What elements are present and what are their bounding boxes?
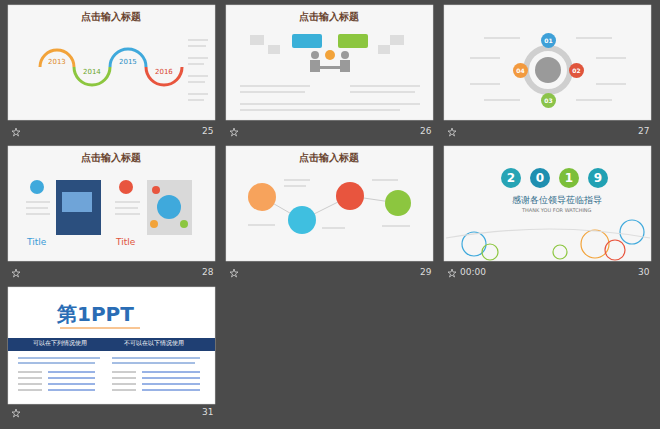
band-text: 可以在下列情况使用 [33,340,87,347]
circle-number: 01 [544,38,552,44]
number-circle: 03 [541,93,556,108]
year-label: 2013 [48,58,66,66]
year-label: 2016 [155,68,173,76]
circle-number: 9 [594,172,602,184]
slide-number: 25 [202,126,213,136]
timing-text: 00:00 [460,267,486,277]
slide-title: 点击输入标题 [81,152,141,164]
slide-title: 点击输入标题 [299,11,359,23]
number-circle: 04 [513,63,528,78]
circle-number: 1 [565,172,573,184]
slide-number: 31 [202,407,213,417]
circle-number: 0 [536,172,544,184]
logo-text: 第1PPT [57,303,134,326]
circle-number: 03 [544,98,552,104]
year-label: 2014 [83,68,101,76]
thanks-text: 感谢各位领导莅临指导 [512,195,602,205]
number-circle: 0 [530,168,550,188]
number-circle: 1 [559,168,579,188]
title-text: Title [116,237,135,247]
circle-number: 04 [516,68,524,74]
year-label: 2015 [119,58,137,66]
slide-number: 26 [420,126,431,136]
slide-number: 27 [638,126,649,136]
number-circle: 02 [569,63,584,78]
slide-title: 点击输入标题 [299,152,359,164]
band-text: 不可以在以下情况使用 [124,340,184,347]
number-circle: 01 [541,33,556,48]
number-circle: 2 [501,168,521,188]
circle-number: 2 [507,172,515,184]
slide-number: 30 [638,267,649,277]
circle-number: 02 [572,68,580,74]
title-text: Title [27,237,46,247]
slide-number: 29 [420,267,431,277]
subtitle-text: THANK YOU FOR WATCHING [522,208,592,214]
slide-number: 28 [202,267,213,277]
slide-title: 点击输入标题 [81,11,141,23]
number-circle: 9 [588,168,608,188]
